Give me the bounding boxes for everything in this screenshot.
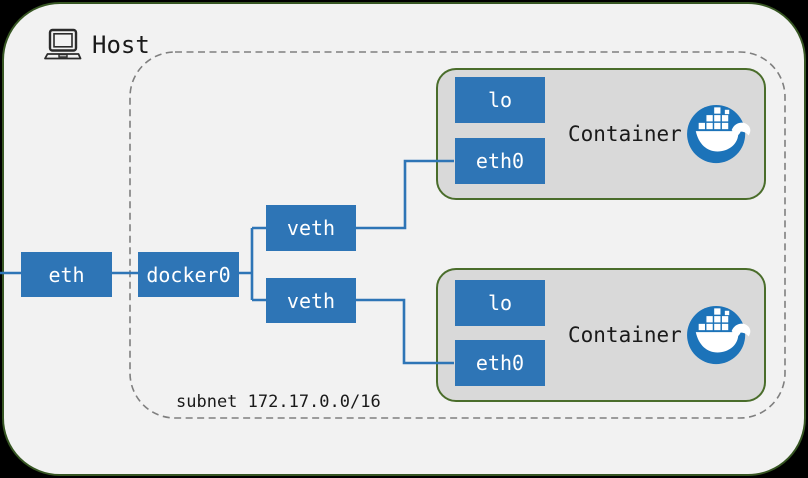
node-veth-1: veth	[266, 205, 356, 251]
subnet-label: subnet 172.17.0.0/16	[176, 392, 381, 412]
container-2: lo eth0 Container	[436, 268, 766, 402]
container-1-label: Container	[568, 122, 682, 146]
node-eth0-1: eth0	[455, 138, 545, 184]
docker-logo-icon	[686, 304, 754, 366]
container-1: lo eth0 Container	[436, 68, 766, 200]
node-eth: eth	[21, 252, 112, 297]
node-docker0: docker0	[138, 252, 239, 297]
node-lo-2: lo	[455, 280, 545, 326]
host-label: Host	[92, 31, 150, 59]
laptop-icon	[44, 28, 82, 60]
container-2-label: Container	[568, 323, 682, 347]
docker-logo-icon	[686, 103, 754, 165]
node-lo-1: lo	[455, 77, 545, 123]
node-eth0-2: eth0	[455, 340, 545, 386]
host-title: Host	[44, 27, 150, 63]
node-veth-2: veth	[266, 278, 356, 323]
